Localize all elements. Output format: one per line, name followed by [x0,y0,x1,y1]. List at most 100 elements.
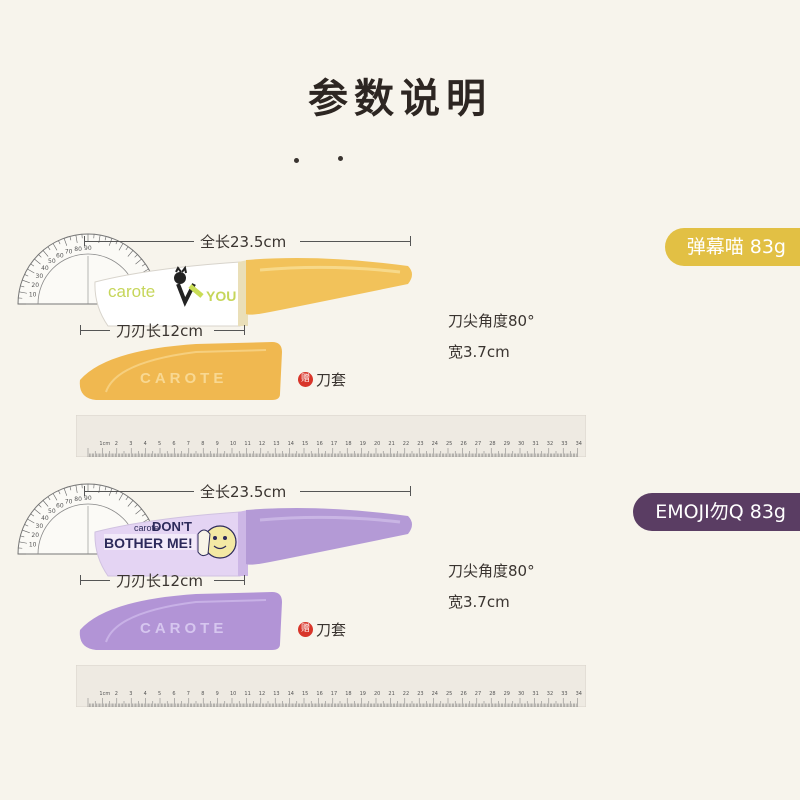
blade-line-1: DON'T [152,519,192,534]
protractor-tick [38,504,42,508]
protractor-label: 20 [31,282,39,289]
ruler-number: 17 [331,691,337,697]
ruler-number: 33 [561,691,567,697]
protractor-tick [63,488,68,496]
blade-length-tick [80,325,81,335]
protractor-label: 50 [48,258,56,265]
ruler-number: 2 [115,691,118,697]
protractor-tick [27,518,35,524]
protractor-tick [34,258,41,265]
ruler-number: 34 [576,691,582,697]
ruler-number: 14 [288,691,294,697]
ruler-number: 29 [504,691,510,697]
ruler-number: 17 [331,441,337,447]
protractor-tick [42,250,49,257]
ruler-number: 28 [489,691,495,697]
ruler-number: 32 [547,441,553,447]
protractor-tick [127,500,134,507]
total-length-tick [410,236,411,246]
ruler-number: 10 [230,441,236,447]
total-length-tick [84,236,85,246]
ruler-number: 11 [244,441,250,447]
ruler-number: 22 [403,441,409,447]
protractor-tick [58,240,61,245]
ruler-number: 6 [172,441,175,447]
protractor-tick [104,236,107,241]
ruler-number: 32 [547,691,553,697]
ruler-number: 30 [518,691,524,697]
ruler-number: 10 [230,691,236,697]
ruler-number: 5 [158,441,161,447]
ruler-number: 26 [460,441,466,447]
protractor-tick [30,263,35,267]
total-length-line-left [84,491,194,492]
spec-list: 刀尖角度80° 宽3.7cm [448,306,535,368]
ruler-number: 31 [532,691,538,697]
gift-label: 刀套 [316,621,347,639]
protractor-tick [135,258,142,265]
ruler-number: 25 [446,691,452,697]
protractor-tick [19,291,27,294]
ruler-number: 29 [504,441,510,447]
tip-angle: 刀尖角度80° [448,562,535,580]
total-length-line-left [84,241,194,242]
ruler-number: 33 [561,441,567,447]
ruler-number: 23 [417,691,423,697]
protractor-label: 90 [84,495,92,502]
ruler-number: 13 [273,441,279,447]
ruler-number: 14 [288,441,294,447]
ruler-number: 3 [129,691,132,697]
ruler-number: 21 [388,691,394,697]
knife-image [94,258,412,327]
protractor-tick [24,524,29,527]
ruler-number: 20 [374,691,380,697]
blade-brand: carote [134,523,160,533]
ruler-number: 28 [489,441,495,447]
ruler-number: 25 [446,441,452,447]
spec-list: 刀尖角度80° 宽3.7cm [448,556,535,618]
protractor-tick [141,513,146,517]
blade-word: YOU [206,288,237,304]
ruler-number: 18 [345,441,351,447]
ruler-number: 18 [345,691,351,697]
protractor-tick [58,490,61,495]
protractor-tick [22,529,30,534]
sheath-image [79,342,282,400]
title-decoration [290,156,380,164]
protractor-label: 50 [48,508,56,515]
ruler-number: 9 [216,691,219,697]
protractor-label: 40 [41,265,49,272]
protractor-tick [75,485,78,493]
ruler-number: 8 [201,691,204,697]
ruler-number: 1cm [99,441,110,447]
total-length-tick [410,486,411,496]
sheath-image [79,592,282,650]
ruler-number: 23 [417,441,423,447]
total-length-line-right [300,491,410,492]
blade-width: 宽3.7cm [448,593,510,611]
blade-length-label: 刀刃长12cm [116,572,203,590]
ruler-number: 12 [259,691,265,697]
product-tag: EMOJI勿Q 83g [633,493,800,531]
protractor-label: 80 [74,246,82,253]
knife-image [94,508,412,577]
blade-length-tick [244,325,245,335]
blade-length-line [214,580,244,581]
protractor-tick [30,513,35,517]
protractor-label: 70 [65,248,73,255]
blade-brand: carote [108,282,156,301]
protractor-tick [127,250,134,257]
total-length-label: 全长23.5cm [200,233,287,251]
protractor-tick [63,238,68,246]
protractor-tick [24,274,29,277]
ruler-number: 15 [302,441,308,447]
protractor-label: 60 [56,253,64,260]
gift-badge: 赠 [298,622,313,637]
ruler-number: 24 [432,691,438,697]
ruler-number: 20 [374,441,380,447]
protractor-label: 40 [41,515,49,522]
ruler-number: 2 [115,441,118,447]
ruler-number: 16 [316,691,322,697]
